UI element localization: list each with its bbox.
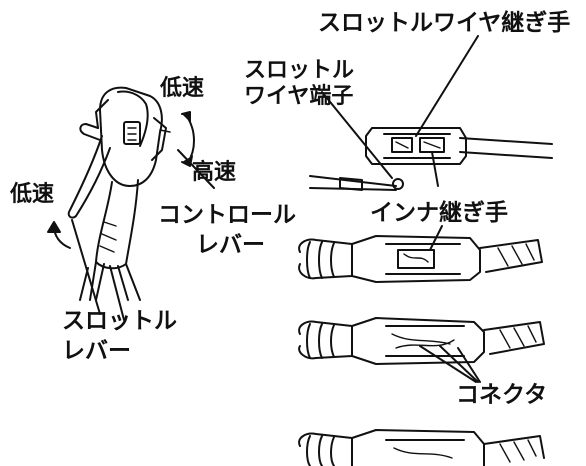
- label-inner-joint: インナ継ぎ手: [370, 200, 508, 226]
- label-throttle-lever-line2: レバー: [62, 338, 131, 364]
- label-throttle-wire-terminal-line2: ワイヤ端子: [244, 84, 354, 109]
- label-control-lever-line1: コントロール: [158, 202, 296, 228]
- label-low-speed-top: 低速: [160, 76, 205, 101]
- handle-drawing: [47, 86, 215, 321]
- label-connector: コネクタ: [456, 382, 548, 408]
- connector-assembly-2: [298, 317, 545, 383]
- label-low-speed-left: 低速: [10, 182, 55, 207]
- label-high-speed: 高速: [192, 160, 237, 185]
- label-control-lever-line2: レバー: [196, 232, 265, 258]
- label-throttle-wire-terminal-line1: スロットル: [244, 58, 355, 83]
- wire-joint-drawing: [309, 35, 553, 191]
- connector-assembly-1: [298, 225, 543, 283]
- connector-assembly-3: [298, 429, 545, 466]
- label-throttle-lever-line1: スロットル: [62, 308, 177, 334]
- label-throttle-wire-joint: スロットルワイヤ継ぎ手: [318, 10, 571, 36]
